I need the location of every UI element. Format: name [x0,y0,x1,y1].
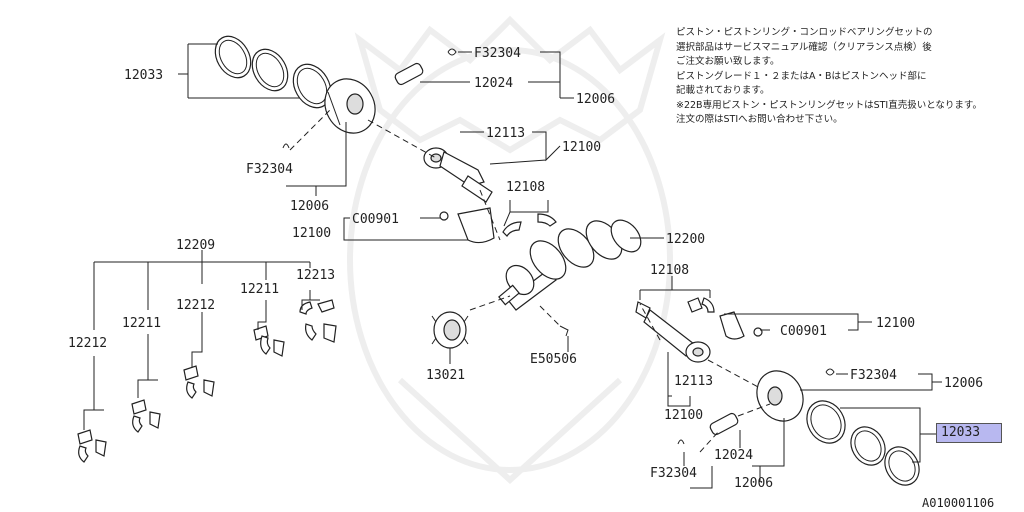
label-12100-bottom[interactable]: 12100 [664,408,703,423]
key-e50506 [559,325,569,337]
label-12113-bottom[interactable]: 12113 [674,374,713,389]
piston-ring-top-1[interactable] [208,30,258,84]
label-12024-top[interactable]: 12024 [474,76,513,91]
piston-pin-right[interactable] [709,412,739,436]
label-12211-a[interactable]: 12211 [240,282,279,297]
clip-bottom [677,439,685,445]
conrod-cap-right[interactable] [719,311,763,340]
note-line-3: ご注文お願い致します。 [676,56,780,67]
label-12211-b[interactable]: 12211 [122,316,161,331]
label-f32304-bottom[interactable]: F32304 [650,466,697,481]
piston-ring-right-1[interactable] [799,394,852,450]
piston-ring-top-3[interactable] [286,58,338,115]
watermark-emblem [347,15,673,485]
bearing-set-12212-b[interactable] [77,429,107,463]
notes-block: ピストン・ピストンリング・コンロッドベアリングセットの 選択部品はサービスマニュ… [676,26,1021,128]
label-12006-right[interactable]: 12006 [944,376,983,391]
label-12108-right[interactable]: 12108 [650,263,689,278]
diagram-reference-code: A010001106 [922,496,995,510]
label-e50506[interactable]: E50506 [530,352,577,367]
note-line-5: 記載されております。 [676,85,770,96]
label-c00901-right[interactable]: C00901 [780,324,827,339]
conrod-cap-left[interactable] [439,207,495,244]
crank-sprocket[interactable] [431,311,469,349]
highlighted-part-box[interactable] [936,423,1002,443]
label-f32304-left[interactable]: F32304 [246,162,293,177]
label-12100-right[interactable]: 12100 [876,316,915,331]
clip-right [825,368,835,376]
piston-top[interactable] [315,70,385,142]
bearing-shells-right[interactable] [687,297,715,313]
piston-pin-top[interactable] [394,62,424,86]
bearing-set-12213[interactable] [299,299,337,343]
label-c00901-left[interactable]: C00901 [352,212,399,227]
label-12212-a[interactable]: 12212 [176,298,215,313]
label-12006-left[interactable]: 12006 [290,199,329,214]
bearing-set-12211-b[interactable] [131,399,161,433]
label-13021[interactable]: 13021 [426,368,465,383]
note-line-2: 選択部品はサービスマニュアル確認（クリアランス点検）後 [676,41,932,53]
label-12213[interactable]: 12213 [296,268,335,283]
bearing-shells-top[interactable] [502,213,557,237]
label-12200[interactable]: 12200 [666,232,705,247]
crankshaft[interactable] [498,214,647,311]
bearing-set-12211-a[interactable] [253,325,285,357]
piston-right[interactable] [748,362,812,429]
label-12100-top[interactable]: 12100 [562,140,601,155]
label-12113-top[interactable]: 12113 [486,126,525,141]
assembly-lines [289,109,771,453]
note-line-4: ピストングレード１・２またはA・Bはピストンヘッド部に [676,70,927,82]
note-line-6: ※22B専用ピストン・ピストンリングセットはSTI直売扱いとなります。 [676,99,982,111]
piston-ring-right-2[interactable] [844,421,892,472]
part-labels: 12033 F32304 12024 12006 F32304 12006 12… [68,46,983,491]
clip-top [447,48,457,56]
label-f32304-top[interactable]: F32304 [474,46,521,61]
label-12212-b[interactable]: 12212 [68,336,107,351]
piston-ring-right-3[interactable] [878,441,926,492]
label-12100-left[interactable]: 12100 [292,226,331,241]
label-12033-top[interactable]: 12033 [124,68,163,83]
leader-lines [83,43,942,489]
label-12108-top[interactable]: 12108 [506,180,545,195]
bearing-set-12212-a[interactable] [183,365,215,399]
piston-ring-top-2[interactable] [245,43,295,97]
clip-left [282,143,290,149]
note-line-1: ピストン・ピストンリング・コンロッドベアリングセットの [676,27,933,38]
conrod-right[interactable] [635,301,711,363]
label-12209[interactable]: 12209 [176,238,215,253]
label-12006-top-right[interactable]: 12006 [576,92,615,107]
conrod-top[interactable] [423,147,493,203]
note-line-7: 注文の際はSTIへお問い合わせ下さい。 [676,114,843,125]
label-f32304-right[interactable]: F32304 [850,368,897,383]
label-12006-bottom[interactable]: 12006 [734,476,773,491]
label-12024-bottom[interactable]: 12024 [714,448,753,463]
